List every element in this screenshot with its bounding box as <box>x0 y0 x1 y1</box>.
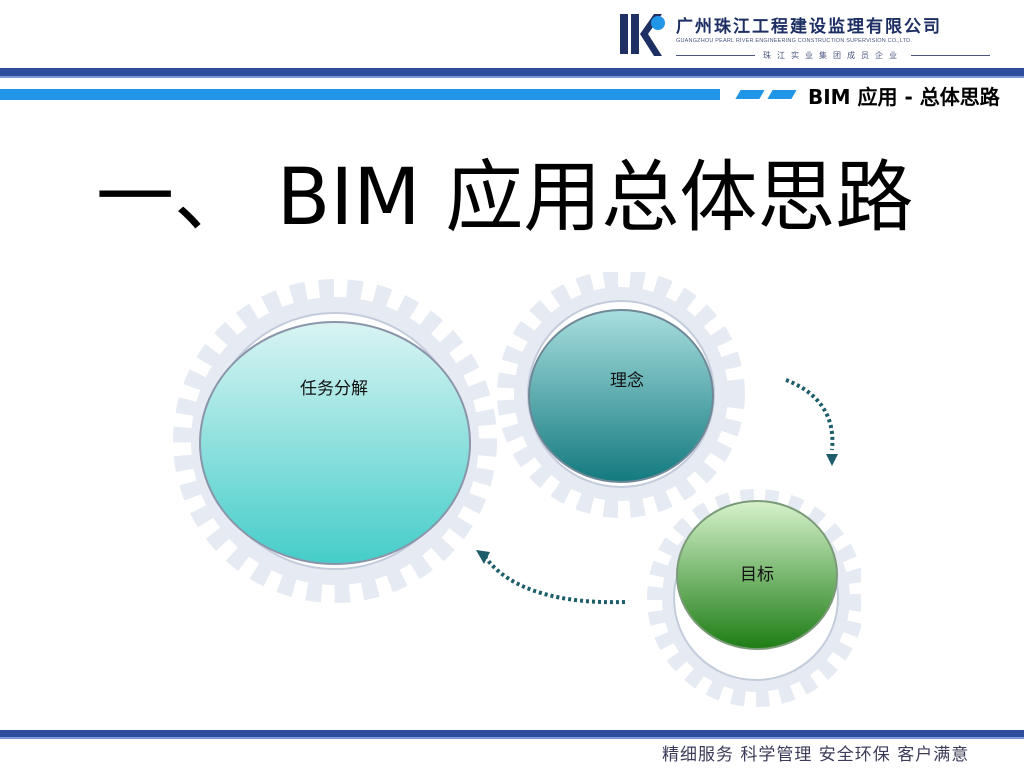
header-stripe <box>0 89 720 100</box>
gear-disc <box>528 309 714 483</box>
footer-band <box>0 730 1024 737</box>
tagline-text: 珠江实业集团成员企业 <box>763 50 903 60</box>
header-band <box>0 68 1024 76</box>
section-label: BIM 应用 - 总体思路 <box>808 85 1000 109</box>
footer-band-highlight <box>0 737 1024 739</box>
header-band-highlight <box>0 76 1024 78</box>
gear-disc <box>199 321 471 565</box>
footer-slogan: 精细服务 科学管理 安全环保 客户满意 <box>662 745 970 765</box>
tagline-rule-left <box>676 54 755 56</box>
company-name-english: GUANGZHOU PEARL RIVER ENGINEERING CONSTR… <box>676 38 913 44</box>
slide-title: 一、 BIM 应用总体思路 <box>96 153 914 243</box>
gear-goal <box>626 484 861 714</box>
arrow-goal-to-task <box>484 556 626 605</box>
gear-label-goal: 目标 <box>740 565 774 585</box>
arrow-head-left <box>476 550 490 564</box>
gear-concept <box>495 272 755 522</box>
company-tagline: 珠江实业集团成员企业 <box>676 49 990 61</box>
gear-label-task-breakdown: 任务分解 <box>300 379 368 399</box>
gear-task-breakdown <box>162 276 512 606</box>
arrow-concept-to-goal <box>785 378 835 451</box>
arrow-head-down <box>826 454 838 466</box>
gear-label-concept: 理念 <box>610 371 644 391</box>
company-logo <box>618 10 668 60</box>
company-name: 广州珠江工程建设监理有限公司 <box>676 17 942 37</box>
gear-disc <box>676 500 838 650</box>
tagline-rule-right <box>911 54 990 56</box>
